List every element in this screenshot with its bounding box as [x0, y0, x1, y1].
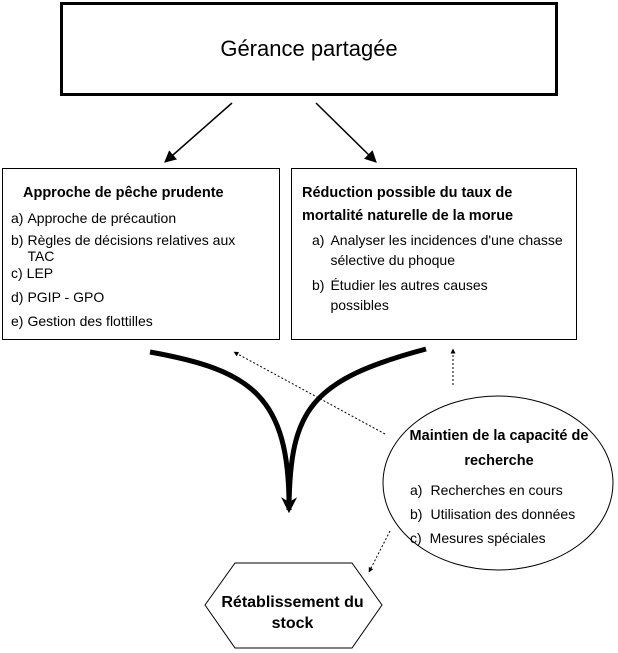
list-item: c) Mesures spéciales [410, 526, 610, 550]
research-capacity-content: Maintien de la capacité de recherche a) R… [398, 424, 610, 550]
arrow-top-to-right [315, 102, 377, 163]
item-letter: a) [11, 210, 24, 226]
item-text: LEP [26, 265, 54, 281]
prudent-fishing-title: Approche de pêche prudente [23, 185, 224, 201]
item-letter: b) [11, 232, 24, 248]
list-item: b) Utilisation des données [410, 502, 610, 526]
item-letter: a) [410, 482, 423, 498]
research-capacity-title: Maintien de la capacité de recherche [409, 428, 589, 469]
prudent-fishing-list: a)Approche de précaution b)Règles de déc… [11, 210, 279, 329]
list-item: a)Approche de précaution [11, 210, 279, 226]
list-item: b)Règles de décisions relatives aux TAC [11, 232, 279, 264]
item-text: Utilisation des données [430, 506, 576, 522]
item-text: Analyser les incidences d'une chasse sél… [330, 232, 563, 268]
list-item: b) Étudier les autres causes possibles [312, 275, 576, 315]
stock-recovery-title: Rétablissement du stock [221, 594, 364, 632]
mortality-reduction-title: Réduction possible du taux de mortalité … [302, 185, 514, 224]
mortality-reduction-list: a) Analyser les incidences d'une chasse s… [302, 230, 576, 315]
item-text: PGIP - GPO [27, 289, 105, 305]
item-letter: e) [11, 313, 24, 329]
item-text: Étudier les autres causes possibles [330, 277, 488, 313]
list-item: e)Gestion des flottilles [11, 313, 279, 329]
list-item: c)LEP [11, 265, 279, 281]
shared-management-title: Gérance partagée [220, 36, 398, 61]
arrow-left-merge [149, 349, 298, 514]
item-letter: c) [410, 530, 422, 546]
research-ellipse [382, 395, 614, 571]
item-text: Mesures spéciales [429, 530, 546, 546]
arrow-ellipse-to-hex [368, 530, 391, 573]
stock-hexagon [204, 562, 383, 649]
research-capacity-list: a) Recherches en cours b) Utilisation des … [398, 478, 610, 550]
item-letter: b) [410, 506, 423, 522]
shared-management-box: Gérance partagée [60, 2, 558, 96]
list-item: a) Analyser les incidences d'une chasse s… [312, 230, 576, 270]
item-text: Règles de décisions relatives aux TAC [27, 232, 236, 264]
arrow-right-merge [286, 346, 427, 509]
list-item: d)PGIP - GPO [11, 289, 279, 305]
item-letter: d) [11, 289, 24, 305]
arrow-top-to-left [164, 102, 233, 163]
mortality-reduction-box: Réduction possible du taux de mortalité … [291, 168, 577, 340]
item-letter: a) [312, 232, 325, 248]
prudent-fishing-box: Approche de pêche prudente a)Approche de… [2, 168, 280, 340]
item-text: Recherches en cours [430, 482, 563, 498]
list-item: a) Recherches en cours [410, 478, 610, 502]
item-letter: c) [11, 265, 23, 281]
arrow-ellipse-to-left [233, 351, 386, 435]
item-letter: b) [312, 277, 325, 293]
item-text: Approche de précaution [27, 210, 177, 226]
item-text: Gestion des flottilles [27, 313, 153, 329]
